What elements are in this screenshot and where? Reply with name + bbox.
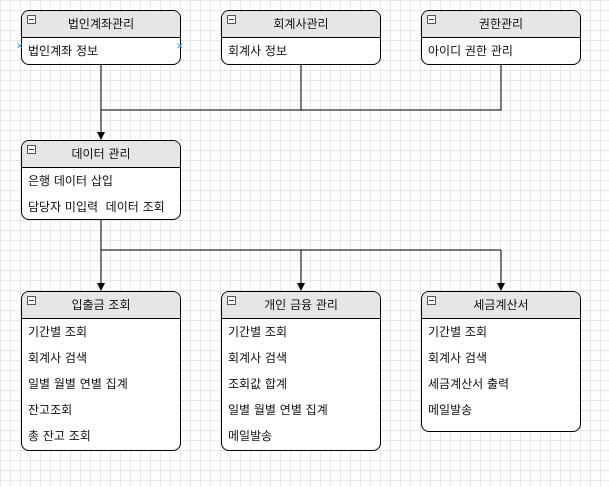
box-personal-finance[interactable]: 개인 금융 관리 기간별 조회 회계사 검색 조회값 합계 일별 월별 연별 집… <box>221 291 381 451</box>
box-data-row: 은행 데이터 삽입 <box>28 174 113 188</box>
box-personal-finance-title: 개인 금융 관리 <box>264 298 338 312</box>
box-deposit-title: 입출금 조회 <box>71 298 131 312</box>
collapse-icon[interactable] <box>427 15 436 24</box>
box-accountant-header: 회계사관리 <box>222 11 380 38</box>
box-permission-row: 아이디 권한 관리 <box>428 44 513 58</box>
collapse-icon[interactable] <box>27 296 36 305</box>
box-permission-title: 권한관리 <box>478 17 524 31</box>
collapse-icon[interactable] <box>27 145 36 154</box>
box-accountant-row: 회계사 정보 <box>228 44 288 58</box>
box-deposit-row: 회계사 검색 <box>28 351 88 365</box>
box-permission-header: 권한관리 <box>422 11 580 38</box>
box-personal-finance-header: 개인 금융 관리 <box>222 292 380 319</box>
box-corp-account-header: 법인계좌관리 <box>22 11 180 38</box>
box-accountant-title: 회계사관리 <box>273 17 329 31</box>
box-deposit-row: 총 잔고 조회 <box>28 429 91 443</box>
box-tax-invoice-row: 세금계산서 출력 <box>428 377 510 391</box>
box-deposit[interactable]: 입출금 조회 기간별 조회 회계사 검색 일별 월별 연별 집계 잔고조회 총 … <box>21 291 181 451</box>
box-corp-account-row: 법인계좌 정보 <box>28 44 99 58</box>
box-permission[interactable]: 권한관리 아이디 권한 관리 <box>421 10 581 65</box>
collapse-icon[interactable] <box>227 15 236 24</box>
collapse-icon[interactable] <box>427 296 436 305</box>
box-tax-invoice[interactable]: 세금계산서 기간별 조회 회계사 검색 세금계산서 출력 메일발송 <box>421 291 581 432</box>
selection-handle-icon[interactable]: ✕ <box>176 42 184 52</box>
box-deposit-row: 잔고조회 <box>28 403 73 417</box>
box-tax-invoice-header: 세금계산서 <box>422 292 580 319</box>
box-tax-invoice-row: 회계사 검색 <box>428 351 488 365</box>
box-personal-finance-row: 조회값 합계 <box>228 377 288 391</box>
box-deposit-header: 입출금 조회 <box>22 292 180 319</box>
box-corp-account[interactable]: 법인계좌관리 법인계좌 정보 <box>21 10 181 65</box>
connector-data-branch <box>100 220 501 251</box>
box-data-title: 데이터 관리 <box>71 147 131 161</box>
box-data-header: 데이터 관리 <box>22 141 180 168</box>
collapse-icon[interactable] <box>227 296 236 305</box>
box-personal-finance-row: 기간별 조회 <box>228 325 288 339</box>
box-personal-finance-row: 일별 월별 연별 집계 <box>228 403 328 417</box>
box-personal-finance-row: 회계사 검색 <box>228 351 288 365</box>
box-tax-invoice-row: 기간별 조회 <box>428 325 488 339</box>
selection-handle-icon[interactable]: ✕ <box>16 42 24 52</box>
box-data-row: 담당자 미입력 데이터 조회 <box>28 200 165 214</box>
box-tax-invoice-row: 메일발송 <box>428 403 473 417</box>
box-corp-account-title: 법인계좌관리 <box>67 17 135 31</box>
collapse-icon[interactable] <box>27 15 36 24</box>
box-data[interactable]: 데이터 관리 은행 데이터 삽입 담당자 미입력 데이터 조회 <box>21 140 181 220</box>
box-tax-invoice-title: 세금계산서 <box>473 298 529 312</box>
box-deposit-row: 기간별 조회 <box>28 325 88 339</box>
box-personal-finance-row: 메일발송 <box>228 429 273 443</box>
box-deposit-row: 일별 월별 연별 집계 <box>28 377 128 391</box>
box-accountant[interactable]: 회계사관리 회계사 정보 <box>221 10 381 65</box>
